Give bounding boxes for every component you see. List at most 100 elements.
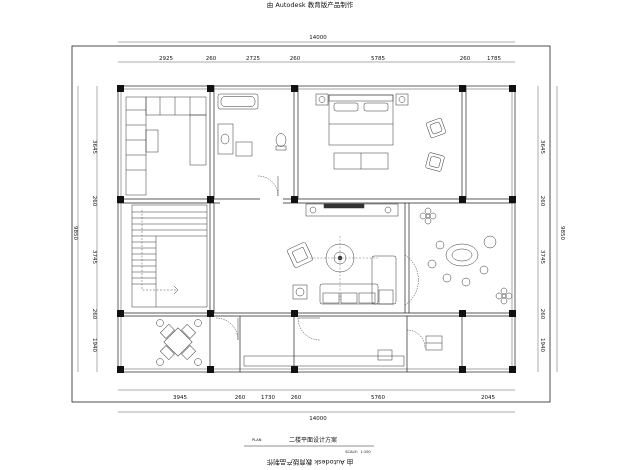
dining-corner-stool (156, 319, 164, 327)
dim-top-seg-4: 260 (290, 56, 301, 62)
column (459, 310, 466, 317)
stepping-stone (427, 259, 437, 269)
terrace-door-swing (406, 329, 426, 349)
living-room (287, 236, 419, 306)
dim-right-seg-3: 3745 (539, 250, 545, 264)
dining-corner-stool (156, 358, 164, 366)
dim-right-seg-1: 3645 (539, 140, 545, 154)
door-swing (215, 317, 239, 341)
closet-room (125, 96, 207, 196)
bathroom (217, 93, 287, 197)
tv-wall (305, 203, 399, 217)
stair-outline (131, 204, 208, 308)
dim-total-right: 9850 (559, 226, 565, 240)
wardrobe-top (145, 96, 207, 116)
balcony-door-swing (404, 254, 419, 306)
chair-body (426, 118, 446, 138)
title-block: PLAN 二楼平面设计方案 SCALE：1:100 (244, 436, 374, 454)
column (207, 196, 214, 203)
outer-wall-inner (120, 88, 513, 370)
dim-right-seg-4: 260 (539, 309, 545, 320)
dining-chair (181, 323, 197, 339)
lounge-chair-top (426, 118, 446, 138)
nightstand-left (315, 93, 329, 106)
column (509, 85, 516, 92)
floor-plan (117, 85, 516, 373)
counter (243, 355, 405, 367)
dim-top-seg-6: 260 (460, 56, 471, 62)
chair-body (287, 242, 313, 268)
dim-top-seg-3: 2725 (246, 56, 260, 62)
nightstand-right (395, 93, 409, 106)
bathtub (217, 93, 259, 110)
dim-bot-seg-5: 5760 (371, 395, 385, 401)
toilet-bowl (275, 133, 287, 147)
chaise (371, 255, 397, 305)
column (117, 310, 124, 317)
chair-cushion (429, 156, 441, 168)
balcony (419, 207, 513, 305)
tv-screen (323, 203, 365, 209)
column (291, 366, 298, 373)
plan-label: PLAN (252, 438, 262, 442)
column (291, 196, 298, 203)
dim-top-seg-7: 1785 (487, 56, 501, 62)
dim-bot-seg-4: 260 (291, 395, 302, 401)
column (509, 196, 516, 203)
column (459, 85, 466, 92)
plan-scale: SCALE：1:100 (345, 450, 371, 454)
toilet-tank (275, 145, 287, 151)
sofa (319, 283, 379, 305)
side-table-right (378, 289, 394, 305)
dining-chair (181, 345, 197, 361)
stepping-stone (483, 235, 497, 249)
dim-left-seg-3: 3745 (91, 250, 97, 264)
chair-cushion (429, 121, 443, 135)
lamp-right (398, 96, 406, 103)
dim-bot-seg-6: 2045 (481, 395, 495, 401)
lamp-left (318, 96, 326, 103)
dining-corner-stool (194, 319, 202, 327)
bathroom-door-swing (257, 175, 279, 197)
wardrobe-right (189, 114, 207, 166)
stepping-stone (442, 273, 452, 283)
dim-left-seg-4: 260 (91, 309, 97, 320)
column (459, 196, 466, 203)
staircase (131, 204, 208, 308)
dining-set (159, 323, 197, 361)
column (207, 310, 214, 317)
plant-leaf (424, 207, 432, 215)
bed-headboard (328, 94, 394, 102)
bathtub-inner (220, 96, 256, 107)
dim-left-seg-5: 1940 (91, 338, 97, 352)
sink-bowl (220, 133, 230, 145)
column (207, 366, 214, 373)
dim-left-seg-2: 260 (91, 196, 97, 207)
bottom-rooms (215, 317, 443, 367)
outer-wall (117, 85, 516, 373)
dining-corner-stool (194, 358, 202, 366)
shower (235, 141, 253, 157)
column (459, 366, 466, 373)
chair-cushion (292, 247, 308, 263)
dim-top-seg-1: 2925 (159, 56, 173, 62)
vanity (217, 123, 234, 155)
plant-leaf (495, 292, 503, 300)
dim-left-seg-1: 3645 (91, 140, 97, 154)
plant-core (501, 293, 507, 299)
dining-chair (159, 323, 175, 339)
watermark-top: 由 Autodesk 教育版产品制作 (267, 0, 354, 9)
plant-leaf (505, 292, 513, 300)
pool-inner (451, 248, 473, 262)
column (509, 310, 516, 317)
column (117, 85, 124, 92)
stepping-stone (435, 240, 445, 250)
column (291, 85, 298, 92)
speaker-left (309, 206, 317, 214)
dim-bot-seg-1: 3945 (173, 395, 187, 401)
pillow-left (333, 102, 359, 112)
stepping-stone (461, 277, 471, 287)
plan-title: 二楼平面设计方案 (289, 436, 337, 444)
master-bedroom (315, 93, 446, 172)
